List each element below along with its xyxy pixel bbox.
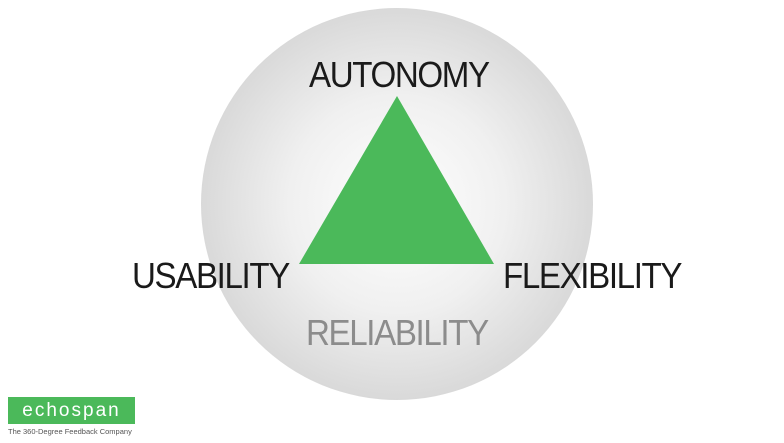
label-usability: USABILITY xyxy=(132,255,290,296)
triangle xyxy=(299,96,494,264)
logo-wordmark: echospan xyxy=(8,397,135,424)
echospan-logo: echospan The 360-Degree Feedback Company xyxy=(8,397,138,439)
logo-tagline: The 360-Degree Feedback Company xyxy=(8,427,132,436)
label-autonomy: AUTONOMY xyxy=(309,54,490,95)
label-reliability: RELIABILITY xyxy=(306,312,489,353)
label-flexibility: FLEXIBILITY xyxy=(503,255,682,296)
